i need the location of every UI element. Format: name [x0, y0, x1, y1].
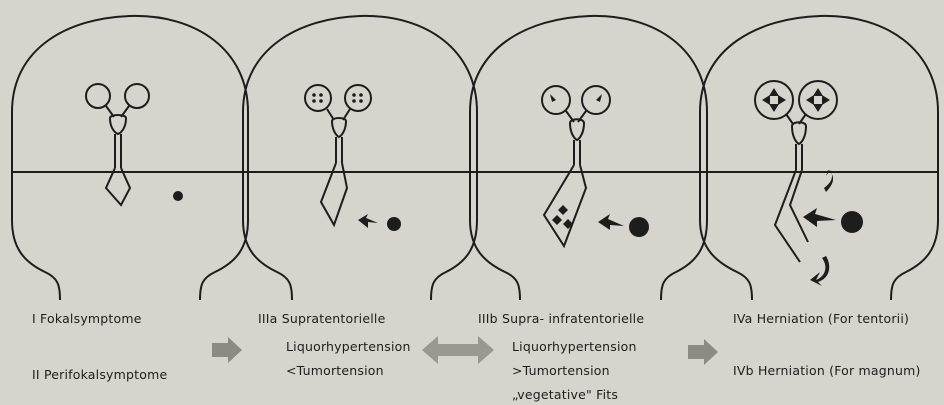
label-stage-3b-line4: „vegetative" Fits	[512, 387, 618, 402]
herniation-arrow-lower	[810, 256, 829, 286]
tumor-dot-large	[629, 217, 649, 237]
head-diagram-3	[470, 16, 707, 300]
label-stage-3a-line1: IIIa Supratentorielle	[258, 311, 386, 326]
label-stage-3b-line1: IIIb Supra- infratentorielle	[478, 311, 644, 326]
label-stage-3a-line3: <Tumortension	[286, 363, 384, 378]
head-diagram-2	[243, 16, 477, 300]
arrow-right-2-icon	[686, 337, 720, 367]
label-stage-2: II Perifokalsymptome	[32, 367, 167, 382]
tumor-dot-largest	[841, 211, 863, 233]
head-diagram-1	[12, 16, 248, 300]
label-stage-4a: IVa Herniation (For tentorii)	[733, 311, 909, 326]
ventricle-dots-2	[312, 93, 363, 103]
pressure-arrow-4	[803, 208, 836, 227]
label-stage-3b-line3: >Tumortension	[512, 363, 610, 378]
label-stage-4b: IVb Herniation (For magnum)	[733, 363, 921, 378]
label-stage-3b-line2: Liquorhypertension	[512, 339, 637, 354]
pressure-arrow-2	[358, 214, 378, 228]
tumor-dot-medium	[387, 217, 401, 231]
head-diagrams	[0, 0, 944, 310]
pressure-arrow-3	[598, 214, 624, 230]
label-stage-3a-line2: Liquorhypertension	[286, 339, 411, 354]
double-arrow-icon	[420, 333, 496, 367]
arrow-right-1-icon	[210, 335, 244, 365]
label-stage-1: I Fokalsymptome	[32, 311, 142, 326]
ventricle-arrows-4	[762, 88, 830, 112]
head-diagram-4	[700, 16, 938, 300]
tumor-dot-small	[173, 191, 183, 201]
herniation-arrow-upper	[824, 170, 833, 192]
